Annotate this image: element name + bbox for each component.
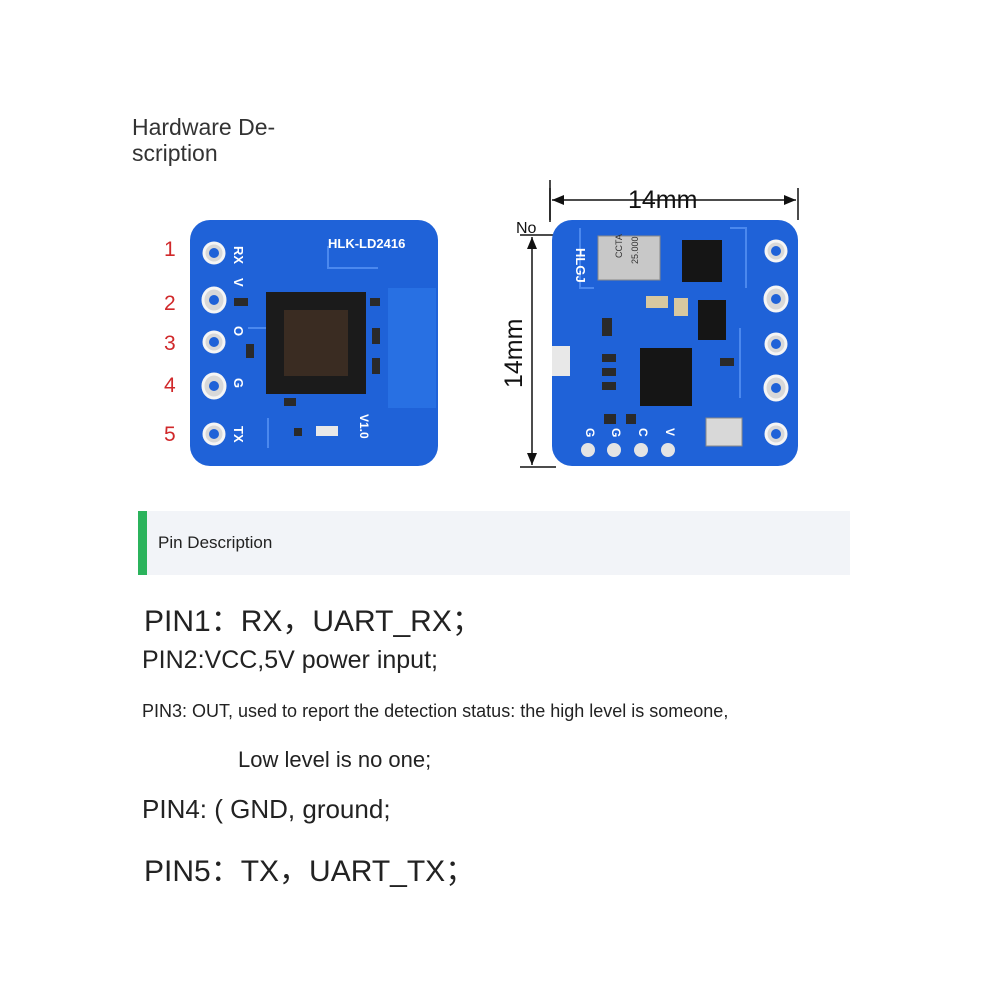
no-label: No [516,220,537,237]
section-accent-bar [138,511,147,575]
section-title: Pin Description [158,533,273,552]
antenna-area [388,288,436,408]
pin-label-g: G [231,378,246,388]
page-title: Hardware De- scription [132,114,332,166]
smd-components [552,296,743,447]
pin-label-tx: TX [231,426,246,443]
pcb-board [552,220,798,466]
page-title-line-2: scription [132,140,218,166]
pin5-description: PIN5：TX，UART_TX； [144,855,476,888]
section-banner: Pin Description [138,511,850,575]
crystal-sublabel: CCTA [614,234,624,258]
pcb-traces [579,227,747,398]
dimension-lines [520,180,799,468]
page-title-line-1: Hardware De- [132,114,276,140]
board-side-label: HLGJ [573,248,588,283]
board-model-label: HLK-LD2416 [328,236,405,251]
crystal-label: 25.000 [630,236,640,264]
height-dimension-label: 14mm [500,318,528,388]
pcb-traces [248,246,378,448]
module-front-view-image: HLK-LD2416 RX V O G TX V1.0 [190,220,438,466]
pin3-description-continued: Low level is no one; [238,747,432,772]
pin1-description: PIN1：RX，UART_RX； [144,605,482,638]
radar-chip-die [284,310,348,376]
voltage-regulator [698,300,726,340]
bottom-pin-label-v: V [663,428,677,436]
width-dimension-label: 14mm [628,186,698,214]
mcu-chip [640,348,692,406]
pin-number-5: 5 [164,423,176,446]
pin-label-o: O [231,326,246,336]
inductor [682,240,722,282]
pin-pads [201,241,227,446]
pin-number-2: 2 [164,292,176,315]
crystal-oscillator [597,235,661,281]
pin-label-v: V [231,278,246,287]
bottom-pin-label-g2: G [609,428,623,437]
pin-number-3: 3 [164,332,176,355]
bottom-pads [581,443,675,457]
pin-number-4: 4 [164,374,176,397]
pin4-description: PIN4: ( GND, ground; [142,794,391,824]
pin-label-rx: RX [231,246,246,264]
pin3-description: PIN3: OUT, used to report the detection … [142,701,729,721]
board-version-label: V1.0 [357,414,371,439]
module-back-view-image: CCTA 25.000 HLGJ G G C V [552,220,798,466]
pin2-description: PIN2:VCC,5V power input; [142,646,438,674]
smd-components [234,298,380,436]
bottom-pin-label-g1: G [583,428,597,437]
right-side-pads [763,239,789,446]
bottom-pin-label-c: C [636,428,650,437]
pin-number-1: 1 [164,238,176,261]
